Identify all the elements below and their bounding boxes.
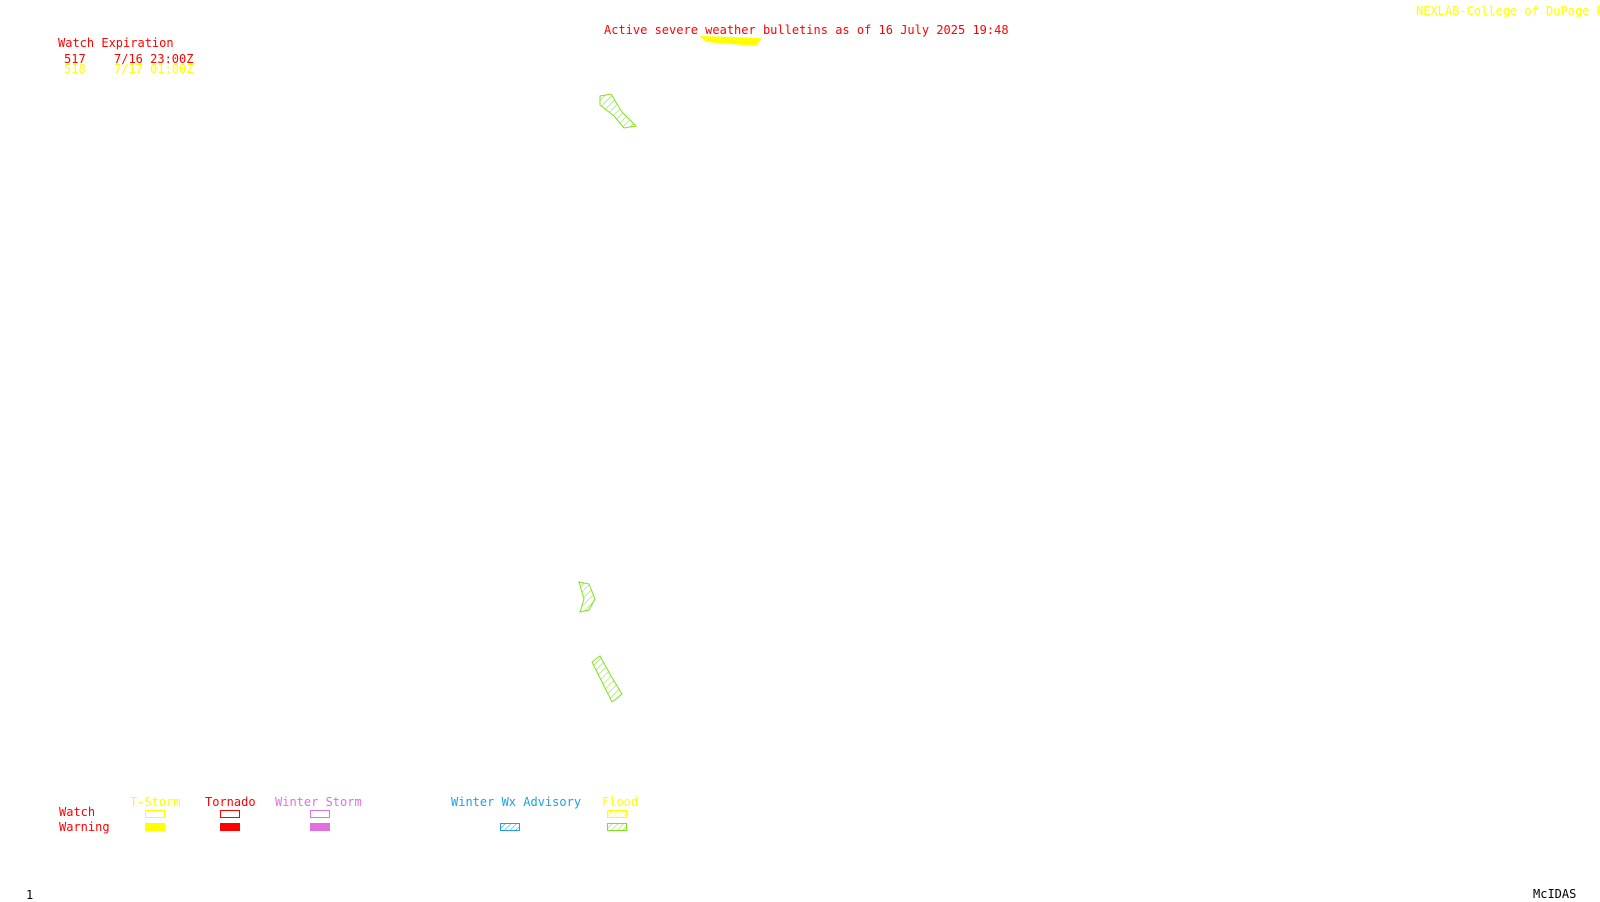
watch-row-id: 517 [64, 52, 86, 66]
legend-category-tstorm: T-Storm [130, 795, 181, 809]
watch-expiration-heading: Watch Expiration [58, 36, 174, 50]
legend-category-tornado: Tornado [205, 795, 256, 809]
legend-swatch-winter-storm-warning [310, 823, 330, 831]
frame-number: 1 [26, 888, 34, 902]
software-label: McIDAS [1533, 887, 1577, 901]
watch-row-expires: 7/17 01:00Z [114, 62, 194, 76]
watch-row-expires: 7/16 23:00Z [114, 52, 194, 66]
legend-swatch-flood-warning [607, 823, 627, 831]
legend-swatch-winter-wx-advisory-warning [500, 823, 520, 831]
thunderstorm-warning-polygon [700, 36, 762, 46]
bulletin-title: Active severe weather bulletins as of 16… [604, 23, 1009, 37]
flood-warning-polygon [591, 655, 623, 703]
source-credit: NEXLAB-College of DuPage R [1416, 4, 1600, 18]
legend-swatch-flood-watch [607, 810, 627, 818]
legend-row-warning: Warning [59, 820, 110, 834]
watch-row-id: 518 [64, 62, 86, 76]
flood-warning-polygon [578, 581, 596, 613]
legend-row-watch: Watch [59, 805, 96, 819]
legend-swatch-winter-storm-watch [310, 810, 330, 818]
legend-category-winter-wx-advisory: Winter Wx Advisory [451, 795, 582, 809]
legend-swatch-tornado-watch [220, 810, 240, 818]
flood-warning-polygon [599, 93, 638, 129]
legend-swatch-tornado-warning [220, 823, 240, 831]
legend-category-flood: Flood [602, 795, 639, 809]
legend-category-winter-storm: Winter Storm [275, 795, 362, 809]
legend-swatch-tstorm-watch [145, 810, 165, 818]
legend-swatch-tstorm-warning [145, 823, 165, 831]
